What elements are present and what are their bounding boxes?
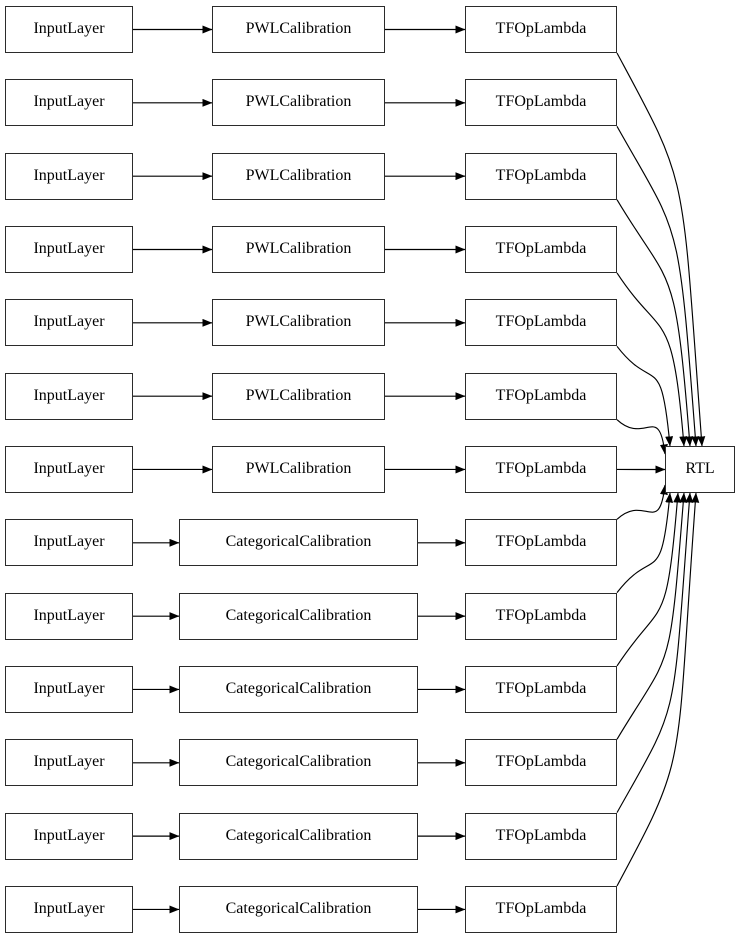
node-calibration-6[interactable]: PWLCalibration (212, 445, 385, 493)
node-input-layer-4[interactable]: InputLayer (5, 299, 133, 347)
edge-lambda-to-rtl-2 (616, 199, 694, 447)
node-input-layer-0[interactable]: InputLayer (5, 6, 133, 53)
node-rtl-output[interactable]: RTL (665, 446, 735, 493)
node-calibration-7-label: CategoricalCalibration (225, 533, 372, 551)
node-tfoplambda-3-label: TFOpLambda (495, 239, 587, 257)
edge-lambda-to-rtl-5 (616, 419, 668, 455)
node-tfoplambda-6[interactable]: TFOpLambda (465, 445, 617, 493)
node-input-layer-9[interactable]: InputLayer (5, 665, 133, 713)
node-calibration-11-label: CategoricalCalibration (225, 826, 372, 844)
edge-lambda-to-rtl-9 (616, 492, 682, 667)
node-calibration-5-label: PWLCalibration (245, 386, 352, 404)
node-tfoplambda-8-label: TFOpLambda (495, 606, 587, 624)
node-calibration-5[interactable]: PWLCalibration (212, 372, 385, 420)
node-input-layer-4-label: InputLayer (33, 313, 105, 331)
node-input-layer-12-label: InputLayer (33, 899, 105, 917)
node-calibration-1[interactable]: PWLCalibration (212, 79, 385, 127)
node-input-layer-6[interactable]: InputLayer (5, 445, 133, 493)
node-tfoplambda-0-label: TFOpLambda (495, 20, 587, 37)
node-calibration-1-label: PWLCalibration (245, 93, 352, 111)
edge-lambda-to-rtl-10 (616, 492, 688, 740)
node-calibration-4-label: PWLCalibration (245, 313, 352, 331)
node-tfoplambda-5-label: TFOpLambda (495, 386, 587, 404)
node-tfoplambda-2-label: TFOpLambda (495, 166, 587, 184)
edge-lambda-to-rtl-12 (616, 492, 700, 887)
node-input-layer-5-label: InputLayer (33, 386, 105, 404)
node-calibration-8-label: CategoricalCalibration (225, 606, 372, 624)
node-tfoplambda-11-label: TFOpLambda (495, 826, 587, 844)
edge-lambda-to-rtl-3 (616, 272, 688, 447)
node-input-layer-0-label: InputLayer (33, 20, 105, 37)
node-calibration-7[interactable]: CategoricalCalibration (179, 519, 418, 567)
node-input-layer-8-label: InputLayer (33, 606, 105, 624)
node-calibration-11[interactable]: CategoricalCalibration (179, 812, 418, 860)
node-calibration-12-label: CategoricalCalibration (225, 899, 372, 917)
node-calibration-8[interactable]: CategoricalCalibration (179, 592, 418, 640)
node-input-layer-1-label: InputLayer (33, 93, 105, 111)
edge-lambda-to-rtl-7 (616, 484, 668, 520)
node-input-layer-8[interactable]: InputLayer (5, 592, 133, 640)
node-tfoplambda-1[interactable]: TFOpLambda (465, 79, 617, 127)
edge-lambda-to-rtl-1 (616, 126, 700, 447)
node-tfoplambda-5[interactable]: TFOpLambda (465, 372, 617, 420)
node-tfoplambda-4-label: TFOpLambda (495, 313, 587, 331)
edge-lambda-to-rtl-0 (616, 52, 706, 447)
node-calibration-3[interactable]: PWLCalibration (212, 225, 385, 273)
node-tfoplambda-10[interactable]: TFOpLambda (465, 739, 617, 787)
node-input-layer-3[interactable]: InputLayer (5, 225, 133, 273)
node-tfoplambda-7[interactable]: TFOpLambda (465, 519, 617, 567)
node-tfoplambda-8[interactable]: TFOpLambda (465, 592, 617, 640)
node-input-layer-11[interactable]: InputLayer (5, 812, 133, 860)
edge-lambda-to-rtl-4 (616, 345, 674, 447)
node-input-layer-10[interactable]: InputLayer (5, 739, 133, 787)
node-input-layer-9-label: InputLayer (33, 679, 105, 697)
node-tfoplambda-0[interactable]: TFOpLambda (465, 6, 617, 53)
node-tfoplambda-12[interactable]: TFOpLambda (465, 885, 617, 933)
node-tfoplambda-3[interactable]: TFOpLambda (465, 225, 617, 273)
node-input-layer-6-label: InputLayer (33, 459, 105, 477)
node-input-layer-7-label: InputLayer (33, 533, 105, 551)
node-input-layer-2[interactable]: InputLayer (5, 152, 133, 200)
node-calibration-9[interactable]: CategoricalCalibration (179, 665, 418, 713)
node-input-layer-3-label: InputLayer (33, 239, 105, 257)
node-tfoplambda-6-label: TFOpLambda (495, 459, 587, 477)
edge-lambda-to-rtl-11 (616, 492, 694, 813)
node-tfoplambda-1-label: TFOpLambda (495, 93, 587, 111)
node-tfoplambda-10-label: TFOpLambda (495, 753, 587, 771)
node-tfoplambda-4[interactable]: TFOpLambda (465, 299, 617, 347)
node-input-layer-7[interactable]: InputLayer (5, 519, 133, 567)
node-tfoplambda-7-label: TFOpLambda (495, 533, 587, 551)
node-calibration-6-label: PWLCalibration (245, 459, 352, 477)
node-tfoplambda-11[interactable]: TFOpLambda (465, 812, 617, 860)
node-input-layer-11-label: InputLayer (33, 826, 105, 844)
node-rtl-output-label: RTL (685, 460, 715, 477)
node-input-layer-2-label: InputLayer (33, 166, 105, 184)
node-tfoplambda-9[interactable]: TFOpLambda (465, 665, 617, 713)
node-calibration-9-label: CategoricalCalibration (225, 679, 372, 697)
node-tfoplambda-12-label: TFOpLambda (495, 899, 587, 917)
node-input-layer-1[interactable]: InputLayer (5, 79, 133, 127)
node-tfoplambda-2[interactable]: TFOpLambda (465, 152, 617, 200)
node-calibration-12[interactable]: CategoricalCalibration (179, 885, 418, 933)
node-input-layer-5[interactable]: InputLayer (5, 372, 133, 420)
node-calibration-3-label: PWLCalibration (245, 239, 352, 257)
node-calibration-10-label: CategoricalCalibration (225, 753, 372, 771)
edge-lambda-to-rtl-8 (616, 492, 674, 593)
node-tfoplambda-9-label: TFOpLambda (495, 679, 587, 697)
node-input-layer-10-label: InputLayer (33, 753, 105, 771)
node-calibration-0[interactable]: PWLCalibration (212, 6, 385, 53)
node-calibration-10[interactable]: CategoricalCalibration (179, 739, 418, 787)
node-calibration-4[interactable]: PWLCalibration (212, 299, 385, 347)
node-calibration-0-label: PWLCalibration (245, 20, 352, 37)
node-calibration-2[interactable]: PWLCalibration (212, 152, 385, 200)
node-calibration-2-label: PWLCalibration (245, 166, 352, 184)
node-input-layer-12[interactable]: InputLayer (5, 885, 133, 933)
